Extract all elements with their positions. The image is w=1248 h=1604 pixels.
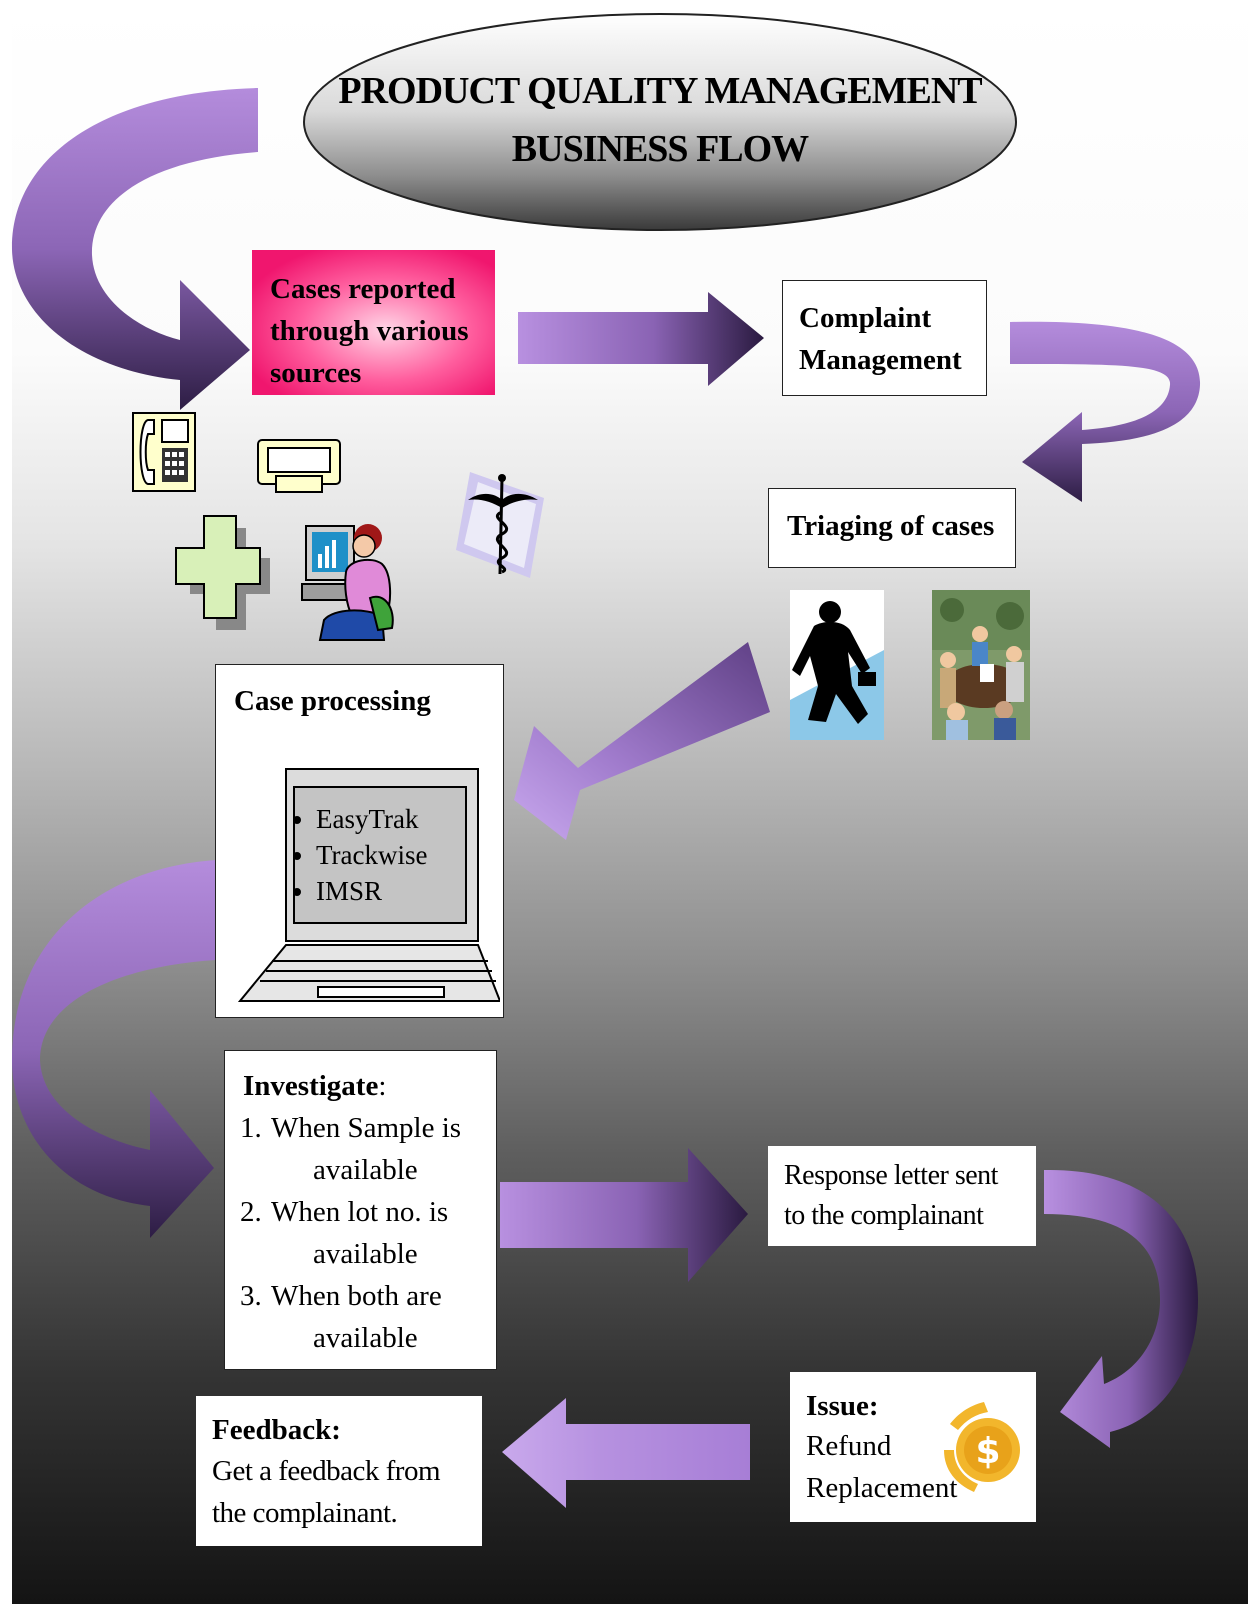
investigate-item-3-line-2: available: [313, 1322, 418, 1354]
triaging-text: Triaging of cases: [787, 510, 995, 542]
arrow-triaging-to-case-processing: [514, 642, 770, 840]
investigate-item-2-line-1: When lot no. is: [271, 1196, 449, 1228]
response-letter-text: Response letter sent to the complainant: [784, 1160, 998, 1231]
feedback-text: Get a feedback from the complainant.: [212, 1455, 441, 1529]
investigate-item-2: When lot no. is available: [269, 1191, 541, 1275]
investigate-heading-row: Investigate:: [243, 1065, 386, 1107]
computer-user-icon: [300, 512, 398, 642]
cases-reported-text: Cases reported through various sources: [270, 273, 469, 389]
curved-arrow-to-investigate: [12, 860, 216, 1238]
system-item-trackwise: Trackwise: [316, 837, 476, 873]
medical-cross-icon: [172, 514, 272, 632]
response-letter-box: Response letter sent to the complainant: [768, 1146, 1036, 1246]
arrow-cases-to-complaint: [518, 292, 764, 386]
svg-text:$: $: [975, 1431, 1000, 1472]
cases-reported-box: Cases reported through various sources: [252, 250, 495, 395]
curved-arrow-to-issue: [1044, 1169, 1198, 1448]
telephone-icon: [132, 412, 196, 492]
feedback-heading: Feedback:: [212, 1414, 341, 1446]
arrow-issue-to-feedback: [502, 1398, 750, 1508]
investigate-box: Investigate: When Sample is available Wh…: [224, 1050, 497, 1370]
investigate-conditions-list: When Sample is available When lot no. is…: [225, 1107, 541, 1359]
system-item-easytrak: EasyTrak: [316, 801, 476, 837]
investigate-item-1-line-1: When Sample is: [271, 1112, 462, 1144]
title-ellipse: PRODUCT QUALITY MANAGEMENT BUSINESS FLOW: [300, 8, 1020, 236]
investigate-item-1: When Sample is available: [269, 1107, 541, 1191]
triaging-box: Triaging of cases: [768, 488, 1016, 568]
investigate-item-1-line-2: available: [313, 1154, 418, 1186]
investigate-item-3-line-1: When both are: [271, 1280, 442, 1312]
tracking-systems-list: EasyTrak Trackwise IMSR: [288, 801, 476, 909]
case-processing-heading: Case processing: [234, 685, 431, 717]
arrow-investigate-to-response: [500, 1148, 748, 1282]
complaint-management-box: Complaint Management: [782, 280, 987, 396]
issue-line-refund: Refund: [806, 1430, 892, 1462]
dollar-coin-icon: $: [944, 1402, 1020, 1492]
laptop-icon: [238, 768, 500, 1002]
meeting-group-icon: [932, 590, 1030, 740]
case-processing-box: Case processing EasyTrak Trackwise IMSR: [215, 664, 504, 1018]
investigate-heading: Investigate: [243, 1070, 379, 1102]
complaint-management-text: Complaint Management: [799, 302, 962, 376]
curved-arrow-to-triaging: [1010, 321, 1201, 502]
title-line-1: PRODUCT QUALITY MANAGEMENT: [338, 70, 982, 112]
investigate-item-3: When both are available: [269, 1275, 541, 1359]
caduceus-icon: [452, 464, 552, 582]
issue-line-replacement: Replacement: [806, 1472, 958, 1504]
issue-heading: Issue:: [806, 1390, 879, 1422]
businessman-silhouette-icon: [790, 590, 884, 740]
system-item-imsr: IMSR: [316, 873, 476, 909]
title-line-2: BUSINESS FLOW: [511, 128, 809, 170]
investigate-colon: :: [378, 1070, 387, 1102]
feedback-box: Feedback: Get a feedback from the compla…: [196, 1396, 482, 1546]
investigate-item-2-line-2: available: [313, 1238, 418, 1270]
issue-box: Issue: Refund Replacement $: [790, 1372, 1036, 1522]
fax-icon: [256, 438, 342, 494]
diagram-title: PRODUCT QUALITY MANAGEMENT BUSINESS FLOW: [300, 62, 1020, 178]
curved-arrow-to-cases: [11, 88, 258, 410]
